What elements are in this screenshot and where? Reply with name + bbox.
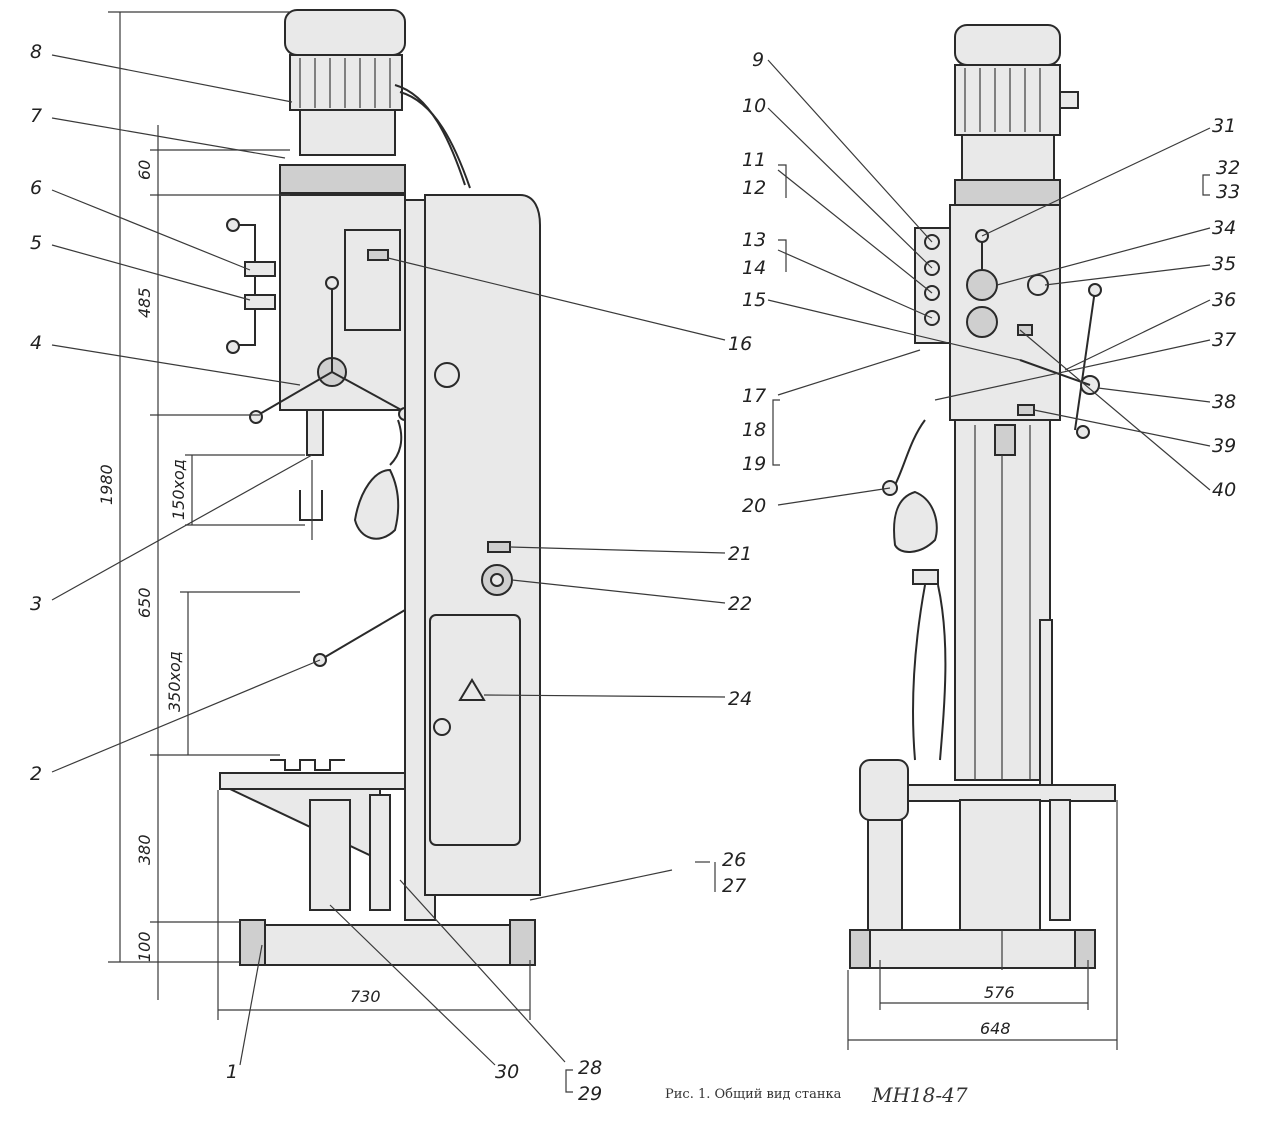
label-15: 15 bbox=[742, 289, 766, 311]
label-2: 2 bbox=[30, 763, 42, 785]
figure-caption: Рис. 1. Общий вид станка МН18-47 bbox=[665, 1083, 968, 1107]
label-33: 33 bbox=[1216, 181, 1240, 203]
label-39: 39 bbox=[1212, 435, 1236, 457]
dim-485: 485 bbox=[135, 287, 154, 318]
label-9: 9 bbox=[752, 49, 764, 71]
label-4: 4 bbox=[30, 332, 42, 354]
label-20: 20 bbox=[742, 495, 766, 517]
label-18: 18 bbox=[742, 419, 766, 441]
label-30: 30 bbox=[495, 1061, 519, 1083]
dimension-lines bbox=[108, 11, 531, 1020]
label-1: 1 bbox=[226, 1061, 238, 1083]
label-10: 10 bbox=[742, 95, 766, 117]
label-19: 19 bbox=[742, 453, 766, 475]
label-17: 17 bbox=[742, 385, 766, 407]
brackets bbox=[565, 164, 1210, 1093]
dim-576: 576 bbox=[984, 983, 1015, 1002]
label-13: 13 bbox=[742, 229, 766, 251]
label-27: 27 bbox=[722, 875, 746, 897]
dim-648: 648 bbox=[980, 1019, 1011, 1038]
label-12: 12 bbox=[742, 177, 766, 199]
dim-1980: 1980 bbox=[97, 464, 116, 505]
label-6: 6 bbox=[30, 177, 42, 199]
dim-100: 100 bbox=[135, 931, 154, 962]
caption-model: МН18-47 bbox=[871, 1083, 968, 1107]
dimension-texts: 1980 60 485 150ход 650 350ход 380 100 73… bbox=[97, 160, 1015, 1038]
label-37: 37 bbox=[1212, 329, 1236, 351]
side-view bbox=[219, 9, 541, 966]
label-8: 8 bbox=[30, 41, 42, 63]
dim-60: 60 bbox=[135, 160, 154, 180]
dim-380: 380 bbox=[135, 834, 154, 865]
label-36: 36 bbox=[1212, 289, 1236, 311]
label-5: 5 bbox=[30, 232, 42, 254]
label-16: 16 bbox=[728, 333, 752, 355]
label-21: 21 bbox=[728, 543, 752, 565]
part-labels: 8 7 6 5 4 3 2 1 30 28 29 16 21 22 24 26 … bbox=[30, 41, 1240, 1105]
label-38: 38 bbox=[1212, 391, 1236, 413]
label-40: 40 bbox=[1212, 479, 1236, 501]
label-3: 3 bbox=[30, 593, 42, 615]
front-dimension-lines bbox=[847, 800, 1118, 1050]
label-7: 7 bbox=[30, 105, 42, 127]
label-31: 31 bbox=[1212, 115, 1236, 137]
label-35: 35 bbox=[1212, 253, 1236, 275]
label-34: 34 bbox=[1212, 217, 1236, 239]
dim-730: 730 bbox=[350, 987, 381, 1006]
label-28: 28 bbox=[578, 1057, 602, 1079]
label-29: 29 bbox=[578, 1083, 602, 1105]
label-14: 14 bbox=[742, 257, 766, 279]
label-22: 22 bbox=[728, 593, 752, 615]
label-32: 32 bbox=[1216, 157, 1240, 179]
label-24: 24 bbox=[728, 688, 752, 710]
caption-prefix: Рис. 1. Общий вид станка bbox=[665, 1087, 842, 1102]
label-11: 11 bbox=[742, 149, 766, 171]
leader-lines bbox=[51, 54, 1211, 1066]
dim-350-stroke: 350ход bbox=[165, 651, 184, 712]
dim-150-stroke: 150ход bbox=[169, 459, 188, 520]
dim-650: 650 bbox=[135, 587, 154, 618]
label-26: 26 bbox=[722, 849, 746, 871]
front-view bbox=[849, 24, 1116, 970]
